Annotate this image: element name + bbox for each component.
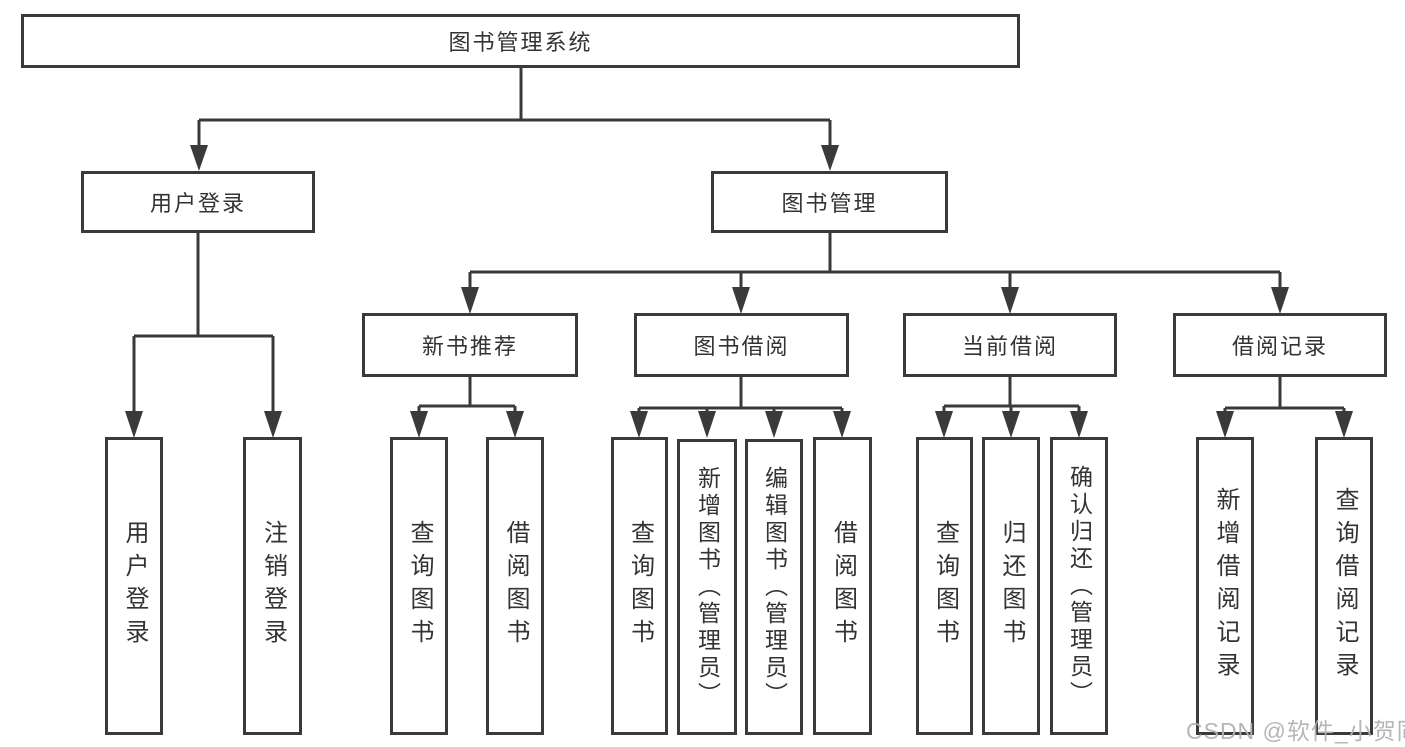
node-return-books: 归还图书 (982, 437, 1040, 735)
node-query-books-current: 查询图书 (916, 437, 973, 735)
node-add-borrow-record: 新增借阅记录 (1196, 437, 1254, 735)
node-label: 新书推荐 (421, 334, 518, 359)
node-book-management: 图书管理 (711, 171, 948, 233)
node-current-borrowing: 当前借阅 (903, 313, 1117, 377)
node-user-login-action: 用户登录 (105, 437, 163, 735)
node-confirm-return-admin: 确认归还（管理员） (1050, 437, 1108, 735)
node-label: 注销登录 (259, 520, 287, 652)
node-edit-books-admin: 编辑图书（管理员） (745, 439, 803, 735)
node-label: 图书借阅 (693, 334, 790, 359)
node-label: 用户登录 (121, 520, 148, 652)
node-label: 查询图书 (626, 520, 654, 652)
node-logout-action: 注销登录 (243, 437, 302, 735)
node-label: 借阅图书 (502, 520, 529, 652)
node-label: 查询图书 (406, 520, 433, 652)
node-query-borrow-record: 查询借阅记录 (1315, 437, 1373, 735)
node-label: 新增图书（管理员） (694, 465, 721, 709)
node-library-management-system: 图书管理系统 (21, 14, 1020, 68)
connector-book-borrowing (637, 377, 844, 414)
node-label: 查询借阅记录 (1331, 487, 1358, 685)
node-label: 用户登录 (149, 191, 246, 216)
connector-borrowing-records (1223, 377, 1346, 414)
node-label: 当前借阅 (961, 334, 1058, 359)
node-query-books-borrowing: 查询图书 (611, 437, 668, 735)
node-label: 借阅记录 (1231, 334, 1328, 359)
node-user-login: 用户登录 (81, 171, 315, 233)
node-borrowing-records: 借阅记录 (1173, 313, 1387, 377)
node-borrow-books-recommend: 借阅图书 (486, 437, 544, 735)
node-label: 确认归还（管理员） (1066, 464, 1093, 708)
node-label: 归还图书 (998, 520, 1025, 652)
node-label: 编辑图书（管理员） (761, 465, 788, 709)
node-add-books-admin: 新增图书（管理员） (677, 439, 737, 735)
connector-root (197, 68, 832, 146)
connector-user-login (132, 233, 275, 413)
node-label: 新增借阅记录 (1212, 487, 1239, 685)
node-label: 图书管理 (781, 191, 878, 216)
connector-book-management (468, 233, 1282, 290)
node-query-books-recommend: 查询图书 (390, 437, 448, 735)
connector-new-book-recommend (417, 377, 517, 414)
node-label: 图书管理系统 (448, 30, 593, 55)
node-book-borrowing: 图书借阅 (634, 313, 849, 377)
node-borrow-books-borrowing: 借阅图书 (813, 437, 872, 735)
arrowheads (125, 145, 1353, 438)
connector-current-borrowing (942, 377, 1081, 414)
node-new-book-recommend: 新书推荐 (362, 313, 578, 377)
node-label: 查询图书 (931, 520, 959, 652)
node-label: 借阅图书 (829, 520, 857, 652)
